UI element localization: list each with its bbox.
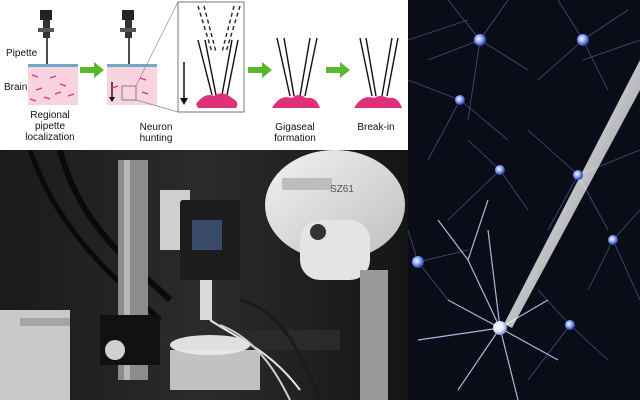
rig-illustration: SZ61 bbox=[0, 150, 408, 400]
label-step-3: Gigaseal formation bbox=[274, 122, 316, 144]
panel-neuron-hunting bbox=[107, 1, 179, 113]
electrophysiology-rig-photo: SZ61 bbox=[0, 150, 408, 400]
recording-pipette bbox=[504, 60, 640, 328]
patched-neuron-soma bbox=[493, 321, 507, 335]
neuron-network-illustration bbox=[408, 0, 640, 400]
patch-clamp-procedure-diagram: Pipette Brain Regional pipette localizat… bbox=[0, 0, 408, 150]
step-arrow-3 bbox=[326, 62, 350, 78]
label-pipette: Pipette bbox=[6, 48, 38, 59]
label-step-4: Break-in bbox=[357, 122, 395, 133]
panel-zoom-inset bbox=[177, 1, 245, 113]
microscope-head bbox=[265, 150, 405, 260]
panel-regional-localization bbox=[28, 10, 78, 105]
neuron-drawing bbox=[408, 0, 640, 400]
microscope-brand-text: SZ61 bbox=[330, 184, 354, 195]
panel-gigaseal bbox=[272, 37, 320, 108]
label-brain: Brain bbox=[4, 82, 28, 93]
step-arrow-1 bbox=[80, 62, 104, 78]
panel-break-in bbox=[354, 37, 402, 108]
diagram-drawing bbox=[28, 1, 402, 113]
label-step-1: Regional pipette localization bbox=[25, 110, 75, 143]
label-step-2: Neuron hunting bbox=[139, 122, 173, 144]
step-arrow-2 bbox=[248, 62, 272, 78]
